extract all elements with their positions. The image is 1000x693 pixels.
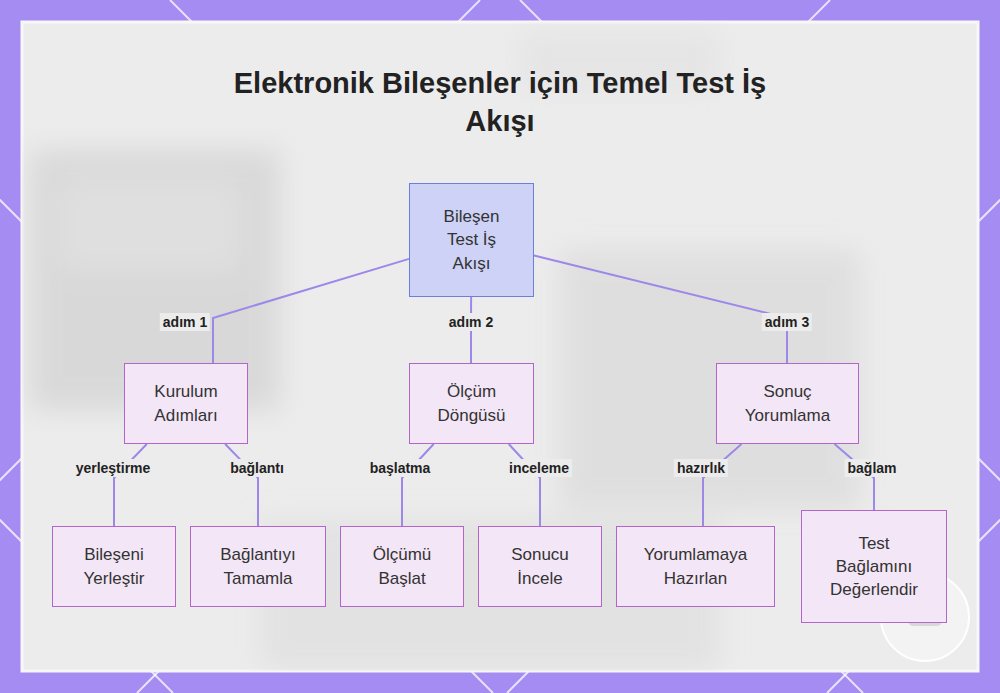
connector — [509, 444, 540, 526]
edge-label: inceleme — [506, 459, 572, 477]
node-text: Sonuç Yorumlama — [731, 380, 844, 426]
connector — [534, 255, 787, 363]
root-box: Bileşen Test İş Akışı — [409, 183, 534, 297]
process-box: Sonucu İncele — [478, 526, 602, 607]
process-box: Test Bağlamını Değerlendir — [801, 510, 947, 623]
connector — [225, 444, 258, 526]
diagram-title: Elektronik Bileşenler için Temel Test İş… — [220, 64, 780, 141]
edge-label: yerleştirme — [73, 459, 154, 477]
node-text: Bileşen Test İş Akışı — [430, 205, 513, 274]
node-text: Yorumlamaya Hazırlan — [631, 543, 760, 589]
node-text: Bağlantıyı Tamamla — [203, 543, 313, 589]
faded-photo — [30, 30, 860, 670]
edge-label: adım 2 — [446, 313, 496, 331]
process-box: Ölçümü Başlat — [340, 526, 464, 607]
connector — [835, 444, 874, 510]
panel — [22, 22, 978, 671]
node-text: Sonucu İncele — [494, 543, 586, 589]
connector — [114, 444, 147, 526]
node-text: Kurulum Adımları — [137, 380, 235, 426]
node-text: Test Bağlamını Değerlendir — [822, 532, 926, 601]
edge-label: bağlantı — [227, 459, 287, 477]
connector — [703, 444, 742, 526]
process-box: Kurulum Adımları — [124, 363, 248, 444]
node-text: Ölçümü Başlat — [356, 543, 448, 589]
process-box: Sonuç Yorumlama — [716, 363, 859, 444]
node-text: Bileşeni Yerleştir — [67, 543, 161, 589]
edge-label: adım 3 — [762, 313, 812, 331]
connector — [213, 259, 409, 363]
photo-shape — [560, 250, 860, 510]
edge-label: başlatma — [367, 459, 434, 477]
photo-shape — [60, 180, 240, 270]
process-box: Bağlantıyı Tamamla — [190, 526, 326, 607]
node-text: Ölçüm Döngüsü — [425, 380, 518, 426]
process-box: Ölçüm Döngüsü — [409, 363, 534, 444]
edge-label: hazırlık — [674, 459, 728, 477]
process-box: Bileşeni Yerleştir — [52, 526, 176, 607]
process-box: Yorumlamaya Hazırlan — [616, 526, 775, 607]
connector — [402, 444, 434, 526]
edge-label: bağlam — [844, 459, 899, 477]
edge-label: adım 1 — [160, 313, 210, 331]
